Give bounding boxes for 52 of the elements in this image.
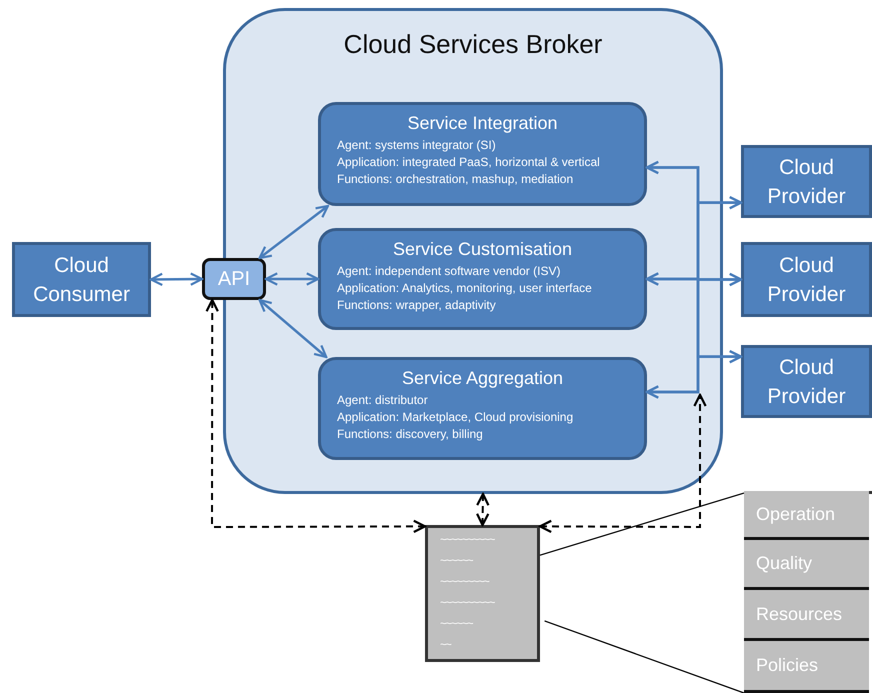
service-detail: Application: Analytics, monitoring, user interface <box>337 280 593 297</box>
dashed-arrow <box>476 492 490 526</box>
service-title: Service Aggregation <box>400 368 564 389</box>
broker-title: Cloud Services Broker <box>342 29 604 60</box>
arrow <box>150 272 204 286</box>
dashed-arrow <box>538 394 707 534</box>
entity-label: Cloud Provider <box>766 252 847 308</box>
dashed-arrow <box>206 298 426 534</box>
arrow <box>646 350 742 399</box>
entity-label: Cloud Provider <box>766 154 847 210</box>
field-label: Policies <box>756 655 818 676</box>
record-field <box>744 590 869 641</box>
service-detail: Agent: systems integrator (SI) <box>337 137 497 154</box>
service-box <box>318 357 647 460</box>
service-title: Service Customisation <box>392 239 574 260</box>
api-box <box>202 258 266 300</box>
arrow <box>264 272 320 286</box>
record-field <box>744 641 869 693</box>
cloud-entity-box <box>741 145 872 218</box>
record-stack <box>744 491 872 693</box>
service-detail: Agent: independent software vendor (ISV) <box>337 263 562 280</box>
service-box <box>318 228 647 330</box>
service-detail: Functions: wrapper, adaptivity <box>337 297 497 314</box>
entity-label: Cloud Provider <box>766 354 847 410</box>
arrow <box>258 298 328 358</box>
leader-line <box>540 492 744 556</box>
field-label: Quality <box>756 553 812 574</box>
leader-line <box>544 620 744 693</box>
service-detail: Application: integrated PaaS, horizontal & vertical <box>337 154 601 171</box>
placeholder-text-line: ~~~~~~~~~~ <box>440 533 496 548</box>
field-label: Resources <box>756 604 842 624</box>
arrow <box>258 204 329 260</box>
record-field <box>744 540 869 590</box>
service-detail: Application: Marketplace, Cloud provisioning <box>337 409 574 426</box>
field-label: Operation <box>756 504 836 524</box>
cloud-entity-box <box>741 242 872 317</box>
cloud-entity-box <box>741 345 872 418</box>
service-title: Service Integration <box>406 113 559 134</box>
placeholder-text-line: ~~~~~~ <box>440 617 474 632</box>
placeholder-text-line: ~~~~~~ <box>440 554 474 569</box>
cloud-entity-box <box>12 242 151 317</box>
entity-label: Cloud Consumer <box>32 252 131 308</box>
placeholder-text-line: ~~ <box>440 638 452 653</box>
service-box <box>318 102 647 206</box>
record-field <box>744 491 869 540</box>
placeholder-text-line: ~~~~~~~~~~ <box>440 596 496 611</box>
service-detail: Agent: distributor <box>337 392 429 409</box>
api-label: API <box>218 268 250 290</box>
service-detail: Functions: discovery, billing <box>337 426 484 443</box>
placeholder-text-line: ~~~~~~~~~ <box>440 575 490 590</box>
service-detail: Functions: orchestration, mashup, mediation <box>337 171 574 188</box>
document-box <box>425 525 540 662</box>
